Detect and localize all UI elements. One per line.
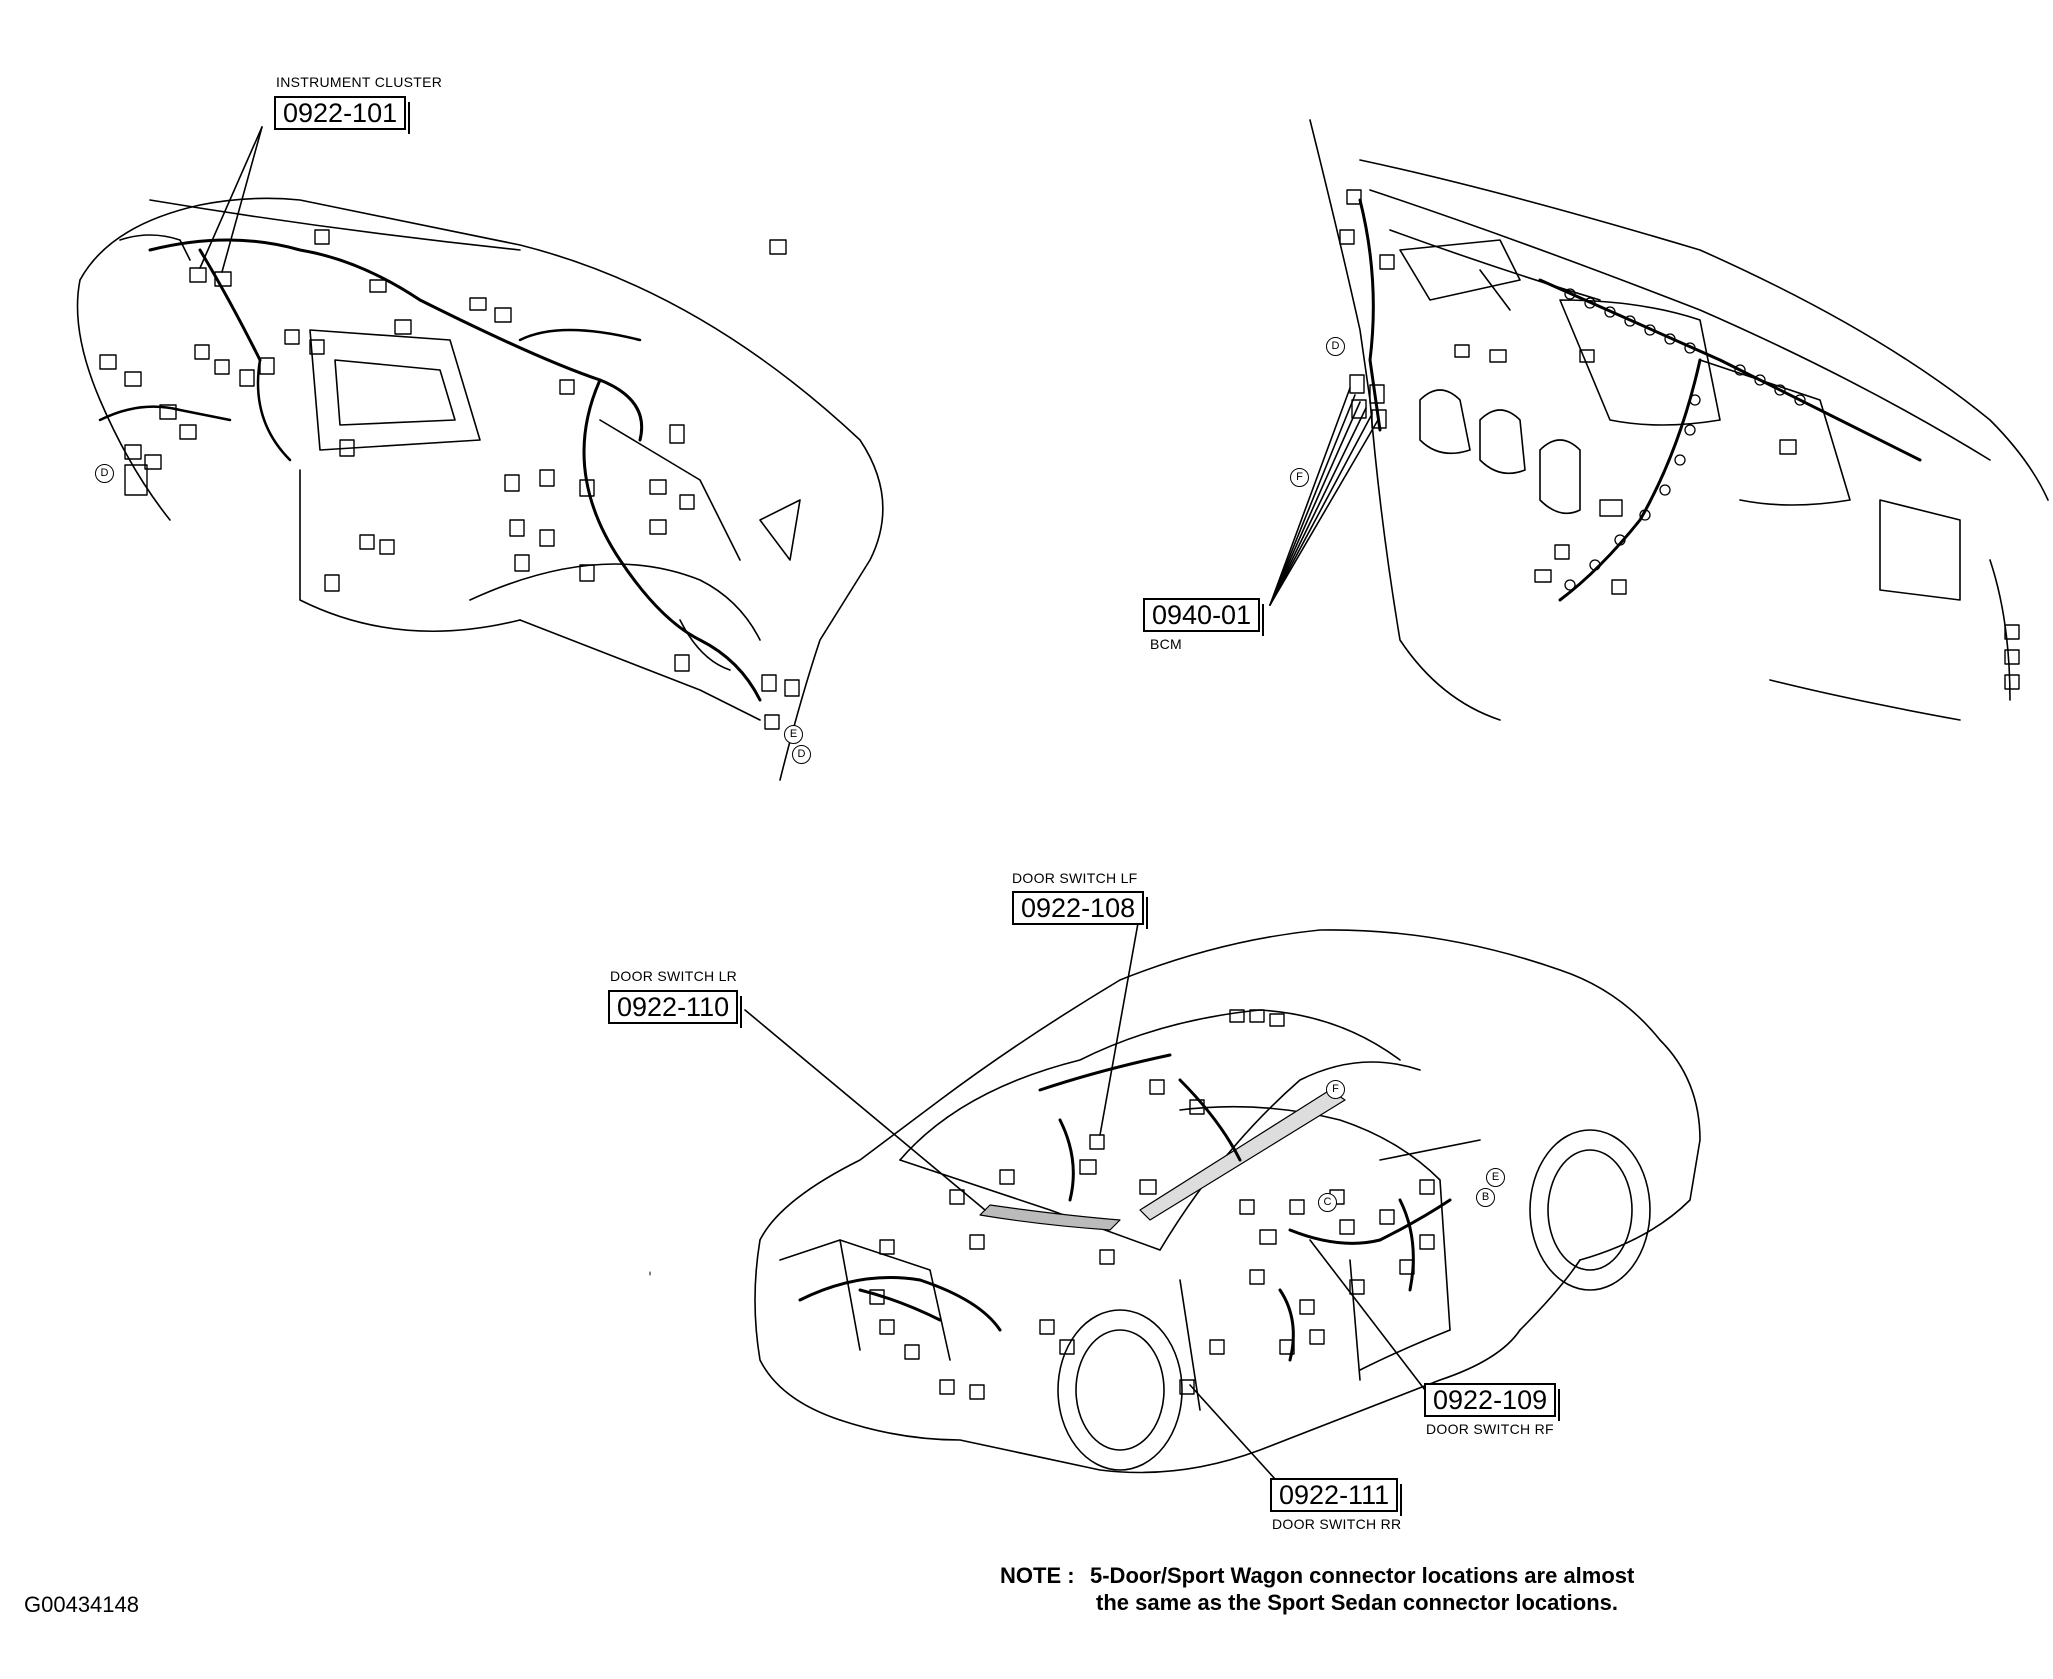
door-switch-rf-label: DOOR SWITCH RF bbox=[1426, 1421, 1554, 1437]
ref-marker-f: F bbox=[1326, 1080, 1345, 1099]
ref-marker-b: B bbox=[1476, 1188, 1495, 1207]
instrument-cluster-code: 0922-101 bbox=[274, 96, 411, 134]
ref-marker-e: E bbox=[1486, 1168, 1505, 1187]
dashboard-left-illustration bbox=[76, 126, 884, 781]
bcm-label: BCM bbox=[1150, 636, 1183, 652]
note-key: NOTE : bbox=[1000, 1563, 1075, 1588]
ref-marker-d: D bbox=[1326, 337, 1345, 356]
figure-id: G00434148 bbox=[24, 1592, 139, 1617]
note-line-1: 5-Door/Sport Wagon connector locations a… bbox=[1090, 1563, 1635, 1588]
dashboard-right-illustration bbox=[1269, 119, 2049, 721]
bcm-code: 0940-01 bbox=[1143, 598, 1265, 636]
ref-marker-f: F bbox=[1290, 468, 1309, 487]
ref-marker-e: E bbox=[784, 725, 803, 744]
vehicle-illustration bbox=[649, 911, 1701, 1491]
footnote: NOTE : 5-Door/Sport Wagon connector locat… bbox=[1000, 1562, 1634, 1616]
door-switch-lf-code: 0922-108 bbox=[1012, 891, 1149, 929]
ref-marker-c: C bbox=[1318, 1193, 1337, 1212]
door-switch-rr-label: DOOR SWITCH RR bbox=[1272, 1516, 1402, 1532]
ref-marker-d: D bbox=[95, 464, 114, 483]
note-line-2: the same as the Sport Sedan connector lo… bbox=[1096, 1590, 1619, 1615]
door-switch-rf-code: 0922-109 bbox=[1424, 1383, 1561, 1421]
door-switch-rr-code: 0922-111 bbox=[1270, 1478, 1403, 1516]
door-switch-lr-code: 0922-110 bbox=[608, 990, 743, 1028]
door-switch-lf-label: DOOR SWITCH LF bbox=[1012, 870, 1138, 886]
door-switch-lr-label: DOOR SWITCH LR bbox=[610, 968, 738, 984]
ref-marker-d: D bbox=[792, 745, 811, 764]
instrument-cluster-label: INSTRUMENT CLUSTER bbox=[276, 74, 443, 90]
